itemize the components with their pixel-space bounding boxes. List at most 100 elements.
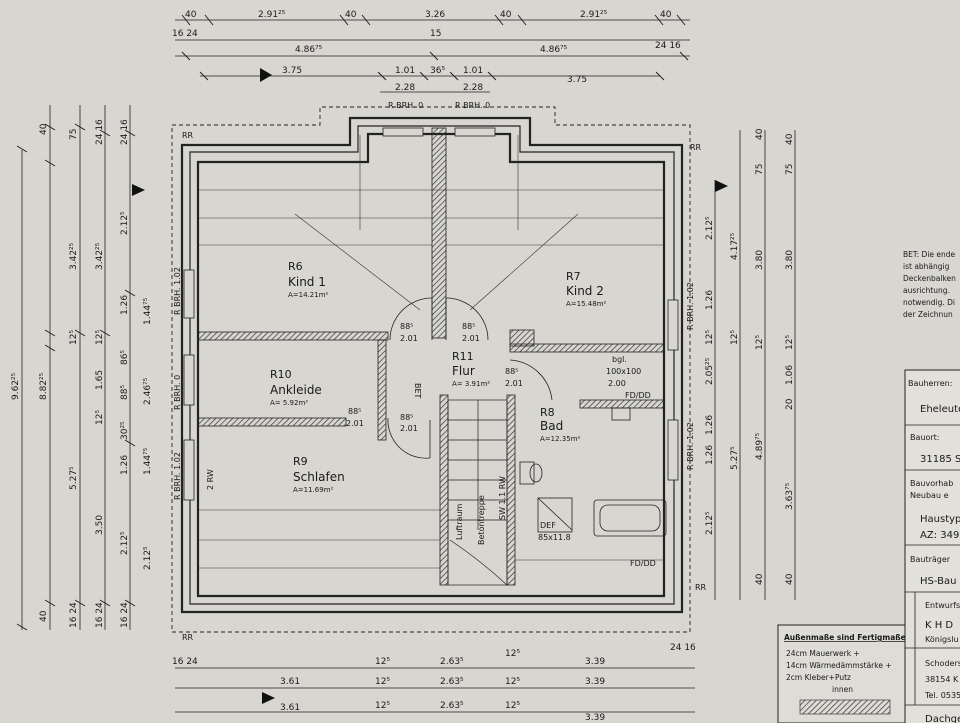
dim-top-r4-4: 1.01 <box>463 66 483 76</box>
dim-right-c4-2: 75 <box>785 164 795 175</box>
interior-walls <box>197 127 665 586</box>
brh-left-2: R BRH. 0 <box>173 375 182 410</box>
brh-left-3: R BRH. 1.02 <box>173 452 182 500</box>
side-note-line-2: ist abhängig <box>903 262 950 271</box>
def-label: DEF <box>540 521 556 530</box>
room-r11-number: R11 <box>452 350 474 363</box>
tb-value-schoders: 38154 K <box>925 675 959 684</box>
dim-bot-3: 2.63⁵ <box>440 657 464 667</box>
dim-left-c1-9: 16 24 <box>69 602 79 628</box>
brh-right-1: R BRH. 1.02 <box>686 282 695 330</box>
dim-right-c4-8: 40 <box>785 573 795 585</box>
building-outline <box>171 106 691 633</box>
dim-left-c3-2: 2.12⁵ <box>120 211 130 235</box>
dim-left-c3-4: 1.44⁷⁵ <box>143 297 153 325</box>
rw-label: 2 RW <box>206 469 215 490</box>
section-marker-left <box>132 184 145 196</box>
dim-top-r2-2: 15 <box>430 29 441 39</box>
legend-title: Außenmaße sind Fertigmaße ! <box>784 633 912 642</box>
dim-right-c3-5: 4.89⁷⁵ <box>755 432 765 460</box>
legend-line-1: 24cm Mauerwerk + <box>786 649 860 658</box>
room-r9: R9 Schlafen A=11.69m² <box>293 455 345 494</box>
north-marker <box>260 68 272 82</box>
dim-right-c3-4: 12⁵ <box>755 335 765 350</box>
tb-value-haustyp: AZ: 349 <box>920 530 959 541</box>
dim-right-c1-7: 2.12⁵ <box>705 511 715 535</box>
staircase <box>447 399 508 586</box>
dim-left-c2-3: 12⁵ <box>95 330 105 345</box>
roof-slope-lines <box>198 135 664 569</box>
room-r8-name: Bad <box>540 419 563 433</box>
dim-right-c3-6: 40 <box>755 573 765 585</box>
dim-left-c2-6: 16 24 <box>95 602 105 628</box>
dim-left-total1: 9.62²⁵ <box>11 372 21 400</box>
dim-top-r3-1: 4.86⁷⁵ <box>295 45 323 55</box>
dim-bot-r2-2: 12⁵ <box>375 677 390 687</box>
stair-label-1: Luftraum <box>455 504 464 540</box>
dim-right-c3-1: 40 <box>755 128 765 140</box>
tb-label-bautraeger: Bauträger <box>910 555 951 564</box>
legend-inner: innen <box>832 685 853 694</box>
rr-label-3: RR <box>695 583 707 592</box>
dim-bot-r2-1: 3.61 <box>280 677 300 687</box>
bath-fixtures <box>519 407 667 537</box>
side-note-line-4: ausrichtung. <box>903 286 950 295</box>
room-r8-number: R8 <box>540 406 555 419</box>
room-r8-area: A=12.35m² <box>540 435 581 443</box>
dim-left-c3-9: 1.26 <box>120 455 130 475</box>
dim-top-5: 40 <box>500 10 512 20</box>
def-size: 85x11.8 <box>538 533 571 542</box>
dim-right-c1-1: 2.12⁵ <box>705 216 715 240</box>
brh-left-1: R BRH. 1.02 <box>173 267 182 315</box>
side-note-line-6: der Zeichnun <box>903 310 953 319</box>
door-885-2: 88⁵ <box>462 322 475 331</box>
dim-left-c2-4: 1.65 <box>95 370 105 390</box>
dim-right-c3-3: 3.80 <box>755 250 765 270</box>
dim-left-c1-2: 75 <box>69 129 79 140</box>
door-885-1: 88⁵ <box>400 322 413 331</box>
dim-bot-1: 16 24 <box>172 657 198 667</box>
door-201-5: 2.01 <box>505 379 523 388</box>
dim-top-6: 2.91²⁵ <box>580 10 608 20</box>
dim-top-r3-2: 4.86⁷⁵ <box>540 45 568 55</box>
tb-label-bauort: Bauort: <box>910 433 939 442</box>
bet-label: BET <box>413 383 422 399</box>
bottom-dimension-lines <box>175 667 695 713</box>
room-r6: R6 Kind 1 A=14.21m² <box>288 260 329 299</box>
dim-top-r4-5: 3.75 <box>567 75 587 85</box>
dim-bot-2: 12⁵ <box>375 657 390 667</box>
dim-top-2: 2.91²⁵ <box>258 10 286 20</box>
dim-top-r2-1: 16 24 <box>172 29 198 39</box>
left-dimension-texts: 9.62²⁵ 8.82²⁵ 40 75 3.42²⁵ 12⁵ 5.27⁵ 3.5… <box>11 119 153 628</box>
room-r7: R7 Kind 2 A=15.48m² <box>566 270 607 308</box>
dim-right-c1-2: 1.26 <box>705 290 715 310</box>
fd700-label: FD/DD <box>630 559 656 568</box>
door-201-1: 2.01 <box>400 334 418 343</box>
left-dimension-lines <box>16 105 136 631</box>
dim-left-c1-5: 5.27⁵ <box>69 466 79 490</box>
tb-label-koenigs: Königslu <box>925 635 959 644</box>
rr-label-1: RR <box>182 131 194 140</box>
dim-right-c1-5: 1.26 <box>705 415 715 435</box>
rr-label-2: RR <box>690 143 702 152</box>
dim-top-3: 40 <box>345 10 357 20</box>
dim-left-c2-1: 24 16 <box>95 119 105 145</box>
tb-value-bauvorhaben: Neubau e <box>910 491 949 500</box>
door-885-5: 88⁵ <box>505 367 518 376</box>
top-dimension-texts: 40 2.91²⁵ 40 3.26 40 2.91²⁵ 40 16 24 15 … <box>172 10 681 93</box>
dim-bot-6: 24 16 <box>670 643 696 653</box>
dim-left-c3-7: 2.46⁷⁵ <box>143 377 153 405</box>
dim-bot-r3-1: 3.61 <box>280 703 300 713</box>
dim-right-c1-4: 2.05²⁵ <box>705 357 715 385</box>
dim-left-c1-7: 2.12⁵ <box>120 531 130 555</box>
bottom-dimension-texts: 16 24 12⁵ 2.63⁵ 12⁵ 3.39 24 16 3.61 12⁵ … <box>172 643 696 723</box>
side-note: BET: Die ende ist abhängig Deckenbalken … <box>903 250 956 319</box>
fd-label: FD/DD <box>625 391 651 400</box>
room-r10: R10 Ankleide A= 5.92m² <box>270 368 322 407</box>
room-r6-number: R6 <box>288 260 303 273</box>
dim-left-c3-3: 1.26 <box>120 295 130 315</box>
tb-label-entwurf: Entwurfsv <box>925 601 960 610</box>
legend-line-2: 14cm Wärmedämmstärke + <box>786 661 892 670</box>
dim-bot-4: 12⁵ <box>505 649 520 659</box>
